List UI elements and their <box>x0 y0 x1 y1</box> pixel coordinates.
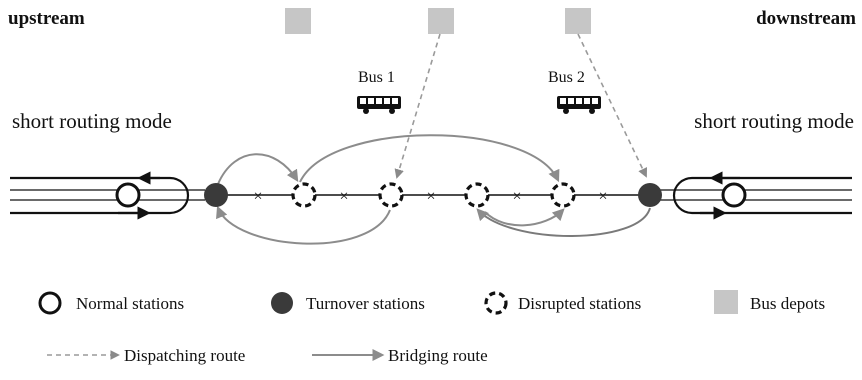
legend-turnover-label: Turnover stations <box>306 294 425 313</box>
segment-marker: × <box>253 188 262 205</box>
legend-disrupted-label: Disrupted stations <box>518 294 641 313</box>
normal-station <box>721 182 747 208</box>
bus-depot-3 <box>565 8 591 34</box>
left-loop <box>10 171 205 220</box>
bus-icon <box>557 96 601 114</box>
bridging-route-3 <box>216 205 391 245</box>
downstream-label: downstream <box>756 8 856 29</box>
segment-marker: × <box>598 188 607 205</box>
bus-icon <box>357 96 401 114</box>
disrupted-station <box>378 182 404 208</box>
segment-marker: × <box>339 188 348 205</box>
bridging-route-4 <box>476 207 651 237</box>
bridging-route-2 <box>299 134 560 183</box>
upstream-label: upstream <box>8 8 85 29</box>
bus-2-label: Bus 2 <box>548 69 585 86</box>
disrupted-station <box>291 182 317 208</box>
disrupted-station <box>464 182 490 208</box>
turnover-station <box>638 183 662 207</box>
right-loop <box>660 171 852 220</box>
legend-depot-label: Bus depots <box>750 294 825 313</box>
normal-station <box>115 182 141 208</box>
dispatching-route-1 <box>394 33 441 179</box>
short-routing-mode-right: short routing mode <box>694 109 854 133</box>
legend-bridging-label: Bridging route <box>388 346 488 365</box>
legend-depot-symbol <box>714 290 738 314</box>
bus-depot-2 <box>428 8 454 34</box>
disrupted-station <box>550 182 576 208</box>
bus-depot-1 <box>285 8 311 34</box>
legend-normal-label: Normal stations <box>76 294 184 313</box>
segment-marker: × <box>426 188 435 205</box>
short-routing-mode-left: short routing mode <box>12 109 172 133</box>
segment-marker: × <box>512 188 521 205</box>
legend-normal-symbol <box>38 291 62 315</box>
legend-disrupted-symbol <box>484 291 508 315</box>
legend-turnover-symbol <box>271 292 293 314</box>
bridging-route-5 <box>484 208 565 227</box>
legend: Normal stations Turnover stations Disrup… <box>38 290 825 365</box>
bus-1-label: Bus 1 <box>358 69 395 86</box>
legend-dispatching-label: Dispatching route <box>124 346 245 365</box>
bridging-route-1 <box>217 153 299 185</box>
turnover-station <box>204 183 228 207</box>
